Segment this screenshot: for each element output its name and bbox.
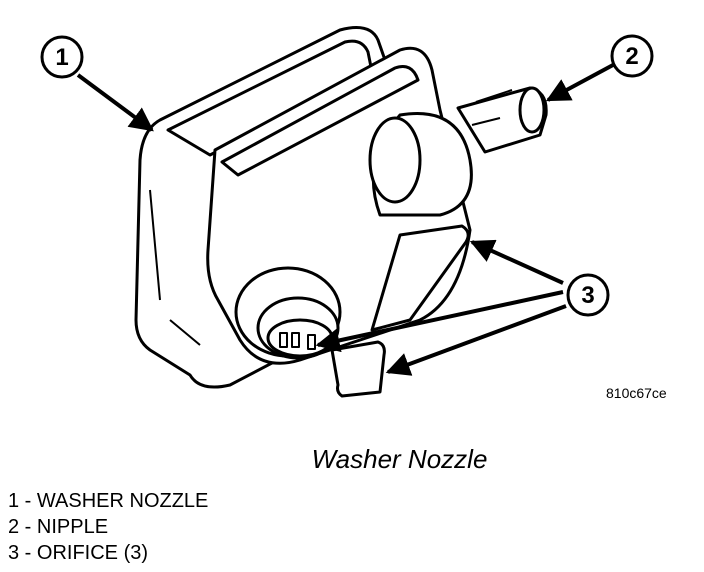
callout-1-label: 1	[55, 44, 68, 71]
callout-2: 2	[610, 34, 654, 78]
nipple	[456, 86, 548, 154]
legend-item: 2 - NIPPLE	[8, 516, 109, 538]
legend-item: 1 - WASHER NOZZLE	[8, 490, 209, 512]
callout-2-label: 2	[625, 43, 638, 70]
legend: 1 - WASHER NOZZLE 2 - NIPPLE 3 - ORIFICE…	[8, 488, 208, 566]
callout-3-label: 3	[581, 282, 594, 309]
figure-caption: Washer Nozzle	[311, 444, 488, 474]
callout-3: 3	[566, 273, 610, 317]
legend-item: 3 - ORIFICE (3)	[8, 542, 149, 564]
leader-lines	[76, 63, 614, 376]
callout-1: 1	[40, 35, 84, 79]
nozzle-body	[206, 46, 473, 398]
figure-id: 810c67ce	[606, 385, 667, 401]
